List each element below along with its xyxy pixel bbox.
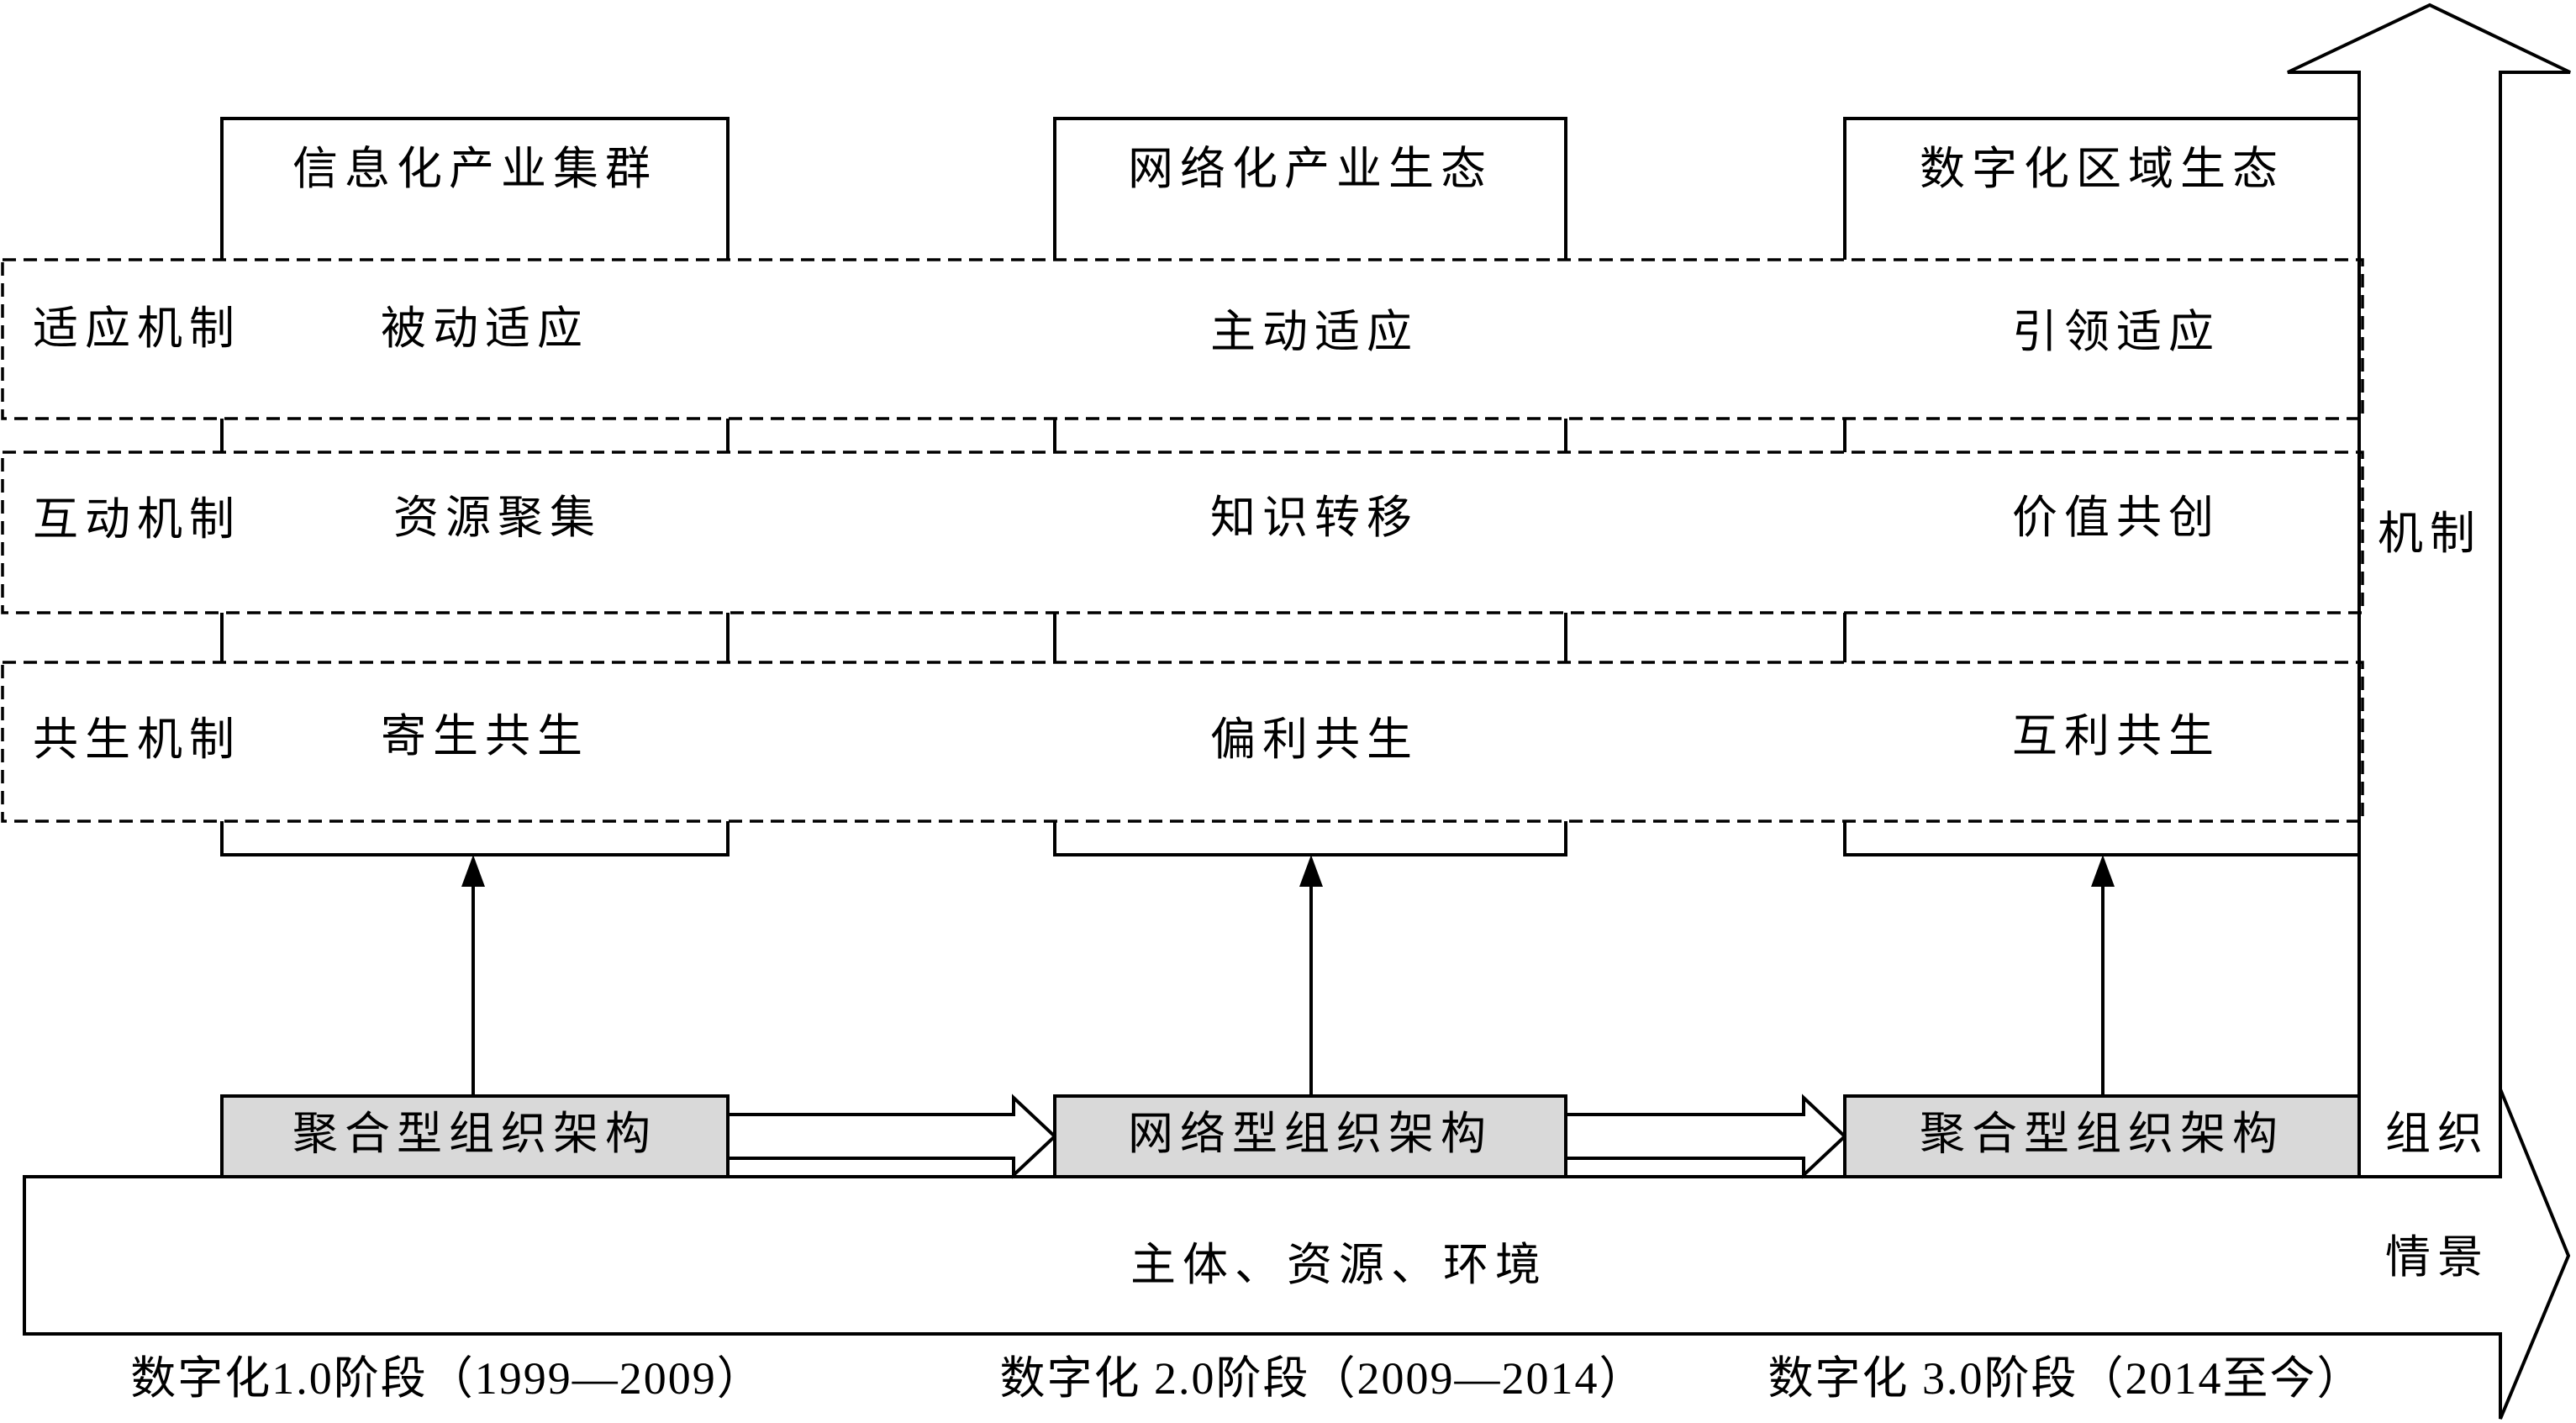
mechanism-band-interaction xyxy=(1,451,2364,614)
arrowhead-icon xyxy=(2091,855,2115,887)
mechanism-band-symbiosis xyxy=(1,661,2364,823)
level-title-3: 数字化区域生态 xyxy=(1920,144,2284,194)
mechanism-axis-arrow xyxy=(2287,3,2571,1177)
org-box-1 xyxy=(220,1094,730,1178)
mechanism-cell: 主动适应 xyxy=(1210,307,1419,357)
mechanism-cell: 引领适应 xyxy=(2012,307,2220,357)
org-transition-arrow-1 xyxy=(726,1094,1057,1179)
dimension-label-mechanism: 机制 xyxy=(2378,509,2482,559)
mechanism-cell: 寄生共生 xyxy=(381,711,589,762)
org-label-2: 网络型组织架构 xyxy=(1128,1109,1493,1159)
mechanism-band-adaptation xyxy=(1,258,2364,420)
org-box-3 xyxy=(1843,1094,2361,1178)
support-arrow-1 xyxy=(461,855,485,1096)
level-title-2: 网络化产业生态 xyxy=(1128,144,1493,194)
mechanism-cell: 资源聚集 xyxy=(393,493,602,543)
stage-label-3: 数字化 3.0阶段（2014至今） xyxy=(1768,1353,2364,1404)
scenario-elements: 主体、资源、环境 xyxy=(1130,1240,1547,1290)
support-arrow-2 xyxy=(1299,855,1323,1096)
support-arrows xyxy=(461,855,2115,1096)
org-transition-arrow-2 xyxy=(1564,1094,1847,1179)
org-box-2 xyxy=(1053,1094,1567,1178)
mechanism-label-symbiosis: 共生机制 xyxy=(33,714,241,765)
mechanism-bands xyxy=(1,258,2364,823)
stage-label-2: 数字化 2.0阶段（2009—2014） xyxy=(1000,1353,1646,1404)
mechanism-cell: 偏利共生 xyxy=(1210,714,1419,765)
mechanism-cell: 知识转移 xyxy=(1210,493,1419,543)
support-arrow-3 xyxy=(2091,855,2115,1096)
mechanism-label-adaptation: 适应机制 xyxy=(33,303,241,354)
level-title-1: 信息化产业集群 xyxy=(292,144,657,194)
arrowhead-icon xyxy=(461,855,485,887)
dimension-label-scenario: 情景 xyxy=(2385,1232,2489,1283)
stage-label-1: 数字化1.0阶段（1999—2009） xyxy=(130,1353,764,1404)
arrowhead-icon xyxy=(1299,855,1323,887)
mechanism-cell: 互利共生 xyxy=(2012,711,2220,762)
mechanism-label-interaction: 互动机制 xyxy=(33,494,241,545)
mechanism-cell: 被动适应 xyxy=(381,303,589,354)
org-label-3: 聚合型组织架构 xyxy=(1920,1109,2284,1159)
dimension-label-organization: 组织 xyxy=(2385,1109,2489,1159)
mechanism-cell: 价值共创 xyxy=(2012,493,2220,543)
organization-boxes xyxy=(220,1094,2361,1178)
org-label-1: 聚合型组织架构 xyxy=(292,1109,657,1159)
